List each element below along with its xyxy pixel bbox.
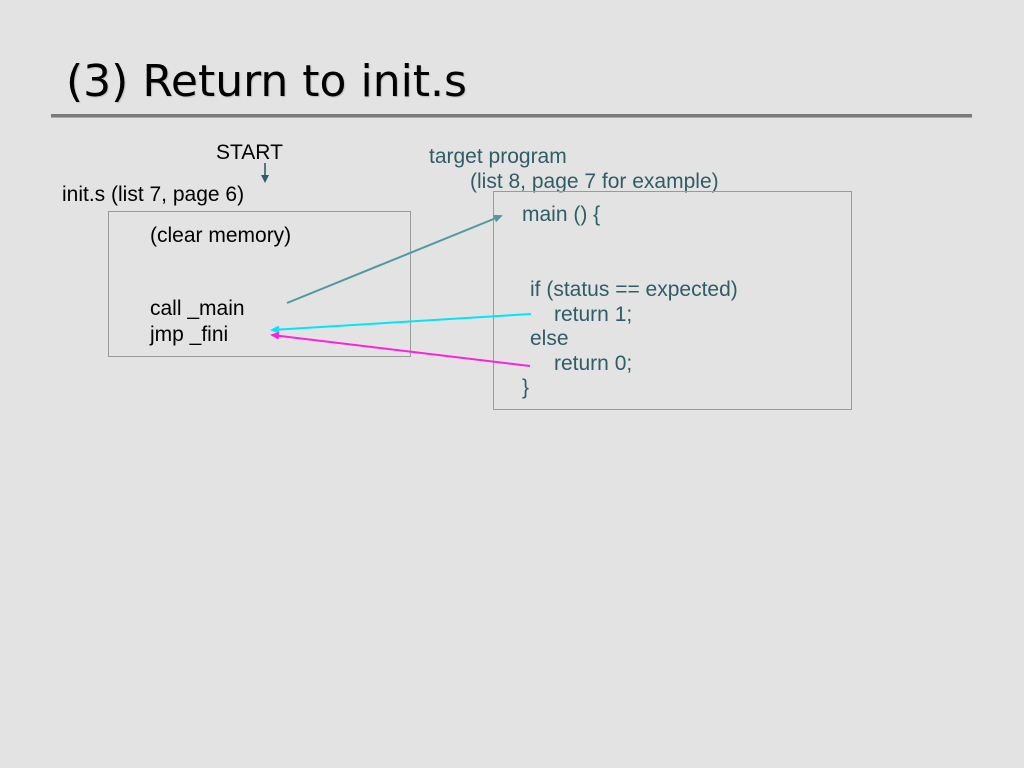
slide-title: (3) Return to init.s: [66, 56, 467, 107]
target-label-line2: (list 8, page 7 for example): [470, 170, 719, 193]
target-code-if: if (status == expected): [530, 278, 738, 301]
target-code-main-open: main () {: [522, 203, 601, 226]
target-code-close-brace: }: [522, 376, 530, 399]
target-code-return-0: return 0;: [554, 352, 633, 375]
init-code-jmp-fini: jmp _fini: [150, 323, 229, 346]
target-code-else: else: [530, 327, 569, 350]
init-code-call-main: call _main: [150, 297, 245, 320]
init-label: init.s (list 7, page 6): [62, 183, 245, 206]
target-code-return-1: return 1;: [554, 303, 633, 326]
target-label-line1: target program: [429, 145, 567, 168]
init-code-clear-memory: (clear memory): [150, 224, 292, 247]
title-divider: [51, 114, 972, 118]
start-label: START: [216, 141, 283, 164]
